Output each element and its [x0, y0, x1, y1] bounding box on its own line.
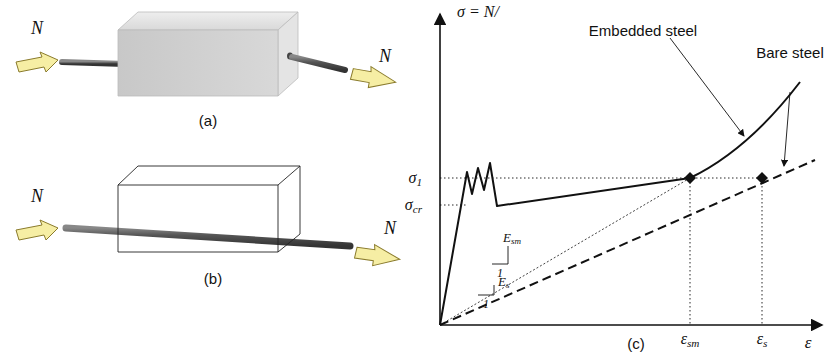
- curve-label: Embedded steel: [589, 23, 697, 38]
- force-label: N: [384, 219, 396, 237]
- force-label: N: [379, 47, 391, 65]
- axis-label: ε: [805, 334, 812, 351]
- slope-unit: 1: [483, 298, 489, 310]
- stress-level: σcr: [405, 197, 422, 213]
- modulus-label: Esm: [503, 231, 521, 244]
- panel-label: (b): [204, 271, 222, 286]
- force-label: N: [31, 19, 43, 37]
- strain-level: εs: [757, 331, 768, 347]
- modulus-label: Es: [498, 275, 510, 288]
- stress-strain-chart: [440, 14, 822, 325]
- strain-level: εsm: [681, 331, 700, 347]
- force-label: N: [31, 187, 43, 205]
- stress-level: σ1: [409, 170, 422, 186]
- curve-label: Bare steel: [756, 45, 824, 60]
- panel-label: (c): [627, 336, 645, 351]
- axis-label: σ = N/: [457, 4, 499, 20]
- panel-label: (a): [199, 113, 217, 128]
- bare-bar-wireframe: [16, 166, 401, 269]
- concrete-specimen: [16, 12, 398, 96]
